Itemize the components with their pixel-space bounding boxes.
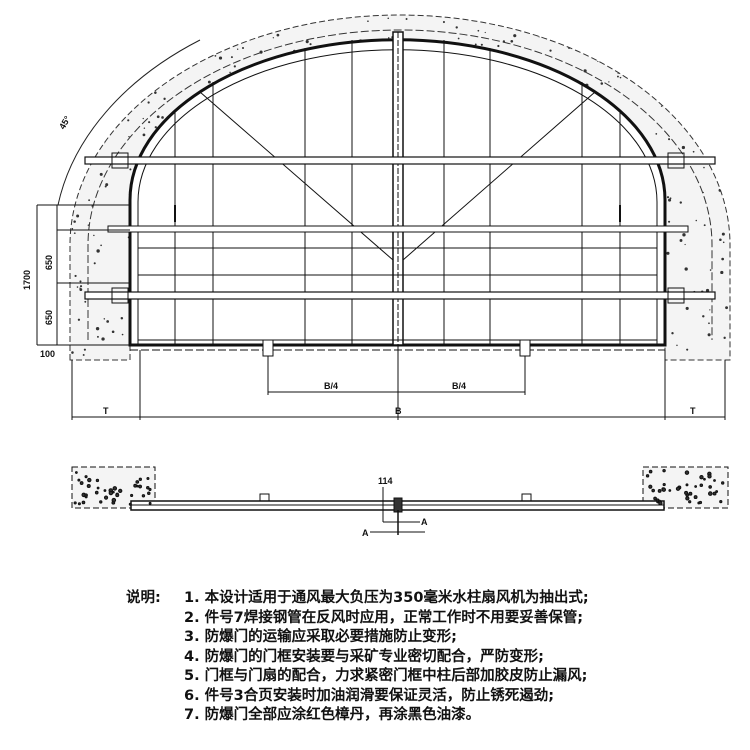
- wall-left-label: T: [103, 406, 109, 416]
- angle-label: 45°: [57, 114, 73, 131]
- width-label: B: [395, 406, 402, 416]
- plan-view: [71, 466, 729, 535]
- note-item: 1. 本设计适用于通风最大负压为350毫米水柱扇风机为抽出式;: [184, 590, 589, 606]
- door-drawing: 45°: [22, 14, 731, 538]
- section-left-label: A: [362, 528, 369, 538]
- notes: 说明: 1. 本设计适用于通风最大负压为350毫米水柱扇风机为抽出式; 2. 件号…: [126, 589, 589, 726]
- note-item: 7. 防爆门全部应涂红色樟丹，再涂黑色油漆。: [184, 707, 481, 723]
- plan-gap-label: 114: [378, 476, 393, 486]
- height-lower-label: 650: [44, 310, 54, 325]
- base-label: 100: [40, 349, 55, 359]
- dimension-lines: [36, 204, 726, 420]
- note-item: 5. 门框与门扇的配合，力求紧密门框中柱后部加胶皮防止漏风;: [184, 668, 588, 684]
- note-item: 6. 件号3合页安装时加油润滑要保证灵活，防止锈死遏劲;: [184, 687, 555, 704]
- note-item: 3. 防爆门的运输应采取必要措施防止变形;: [184, 629, 457, 645]
- angle-arc: [57, 39, 201, 206]
- quarter-right-label: B/4: [452, 381, 466, 391]
- section-right-label: A: [421, 517, 428, 527]
- height-total-label: 1700: [22, 270, 32, 290]
- wall-right-label: T: [690, 406, 696, 416]
- note-item: 2. 件号7焊接钢管在反风时应用，正常工作时不用要妥善保管;: [184, 609, 584, 626]
- note-item: 4. 防爆门的门框安装要与采矿专业密切配合，严防变形;: [184, 648, 544, 665]
- door-frame: [84, 31, 716, 357]
- quarter-left-label: B/4: [324, 381, 338, 391]
- height-upper-label: 650: [44, 255, 54, 270]
- notes-label: 说明:: [126, 590, 161, 606]
